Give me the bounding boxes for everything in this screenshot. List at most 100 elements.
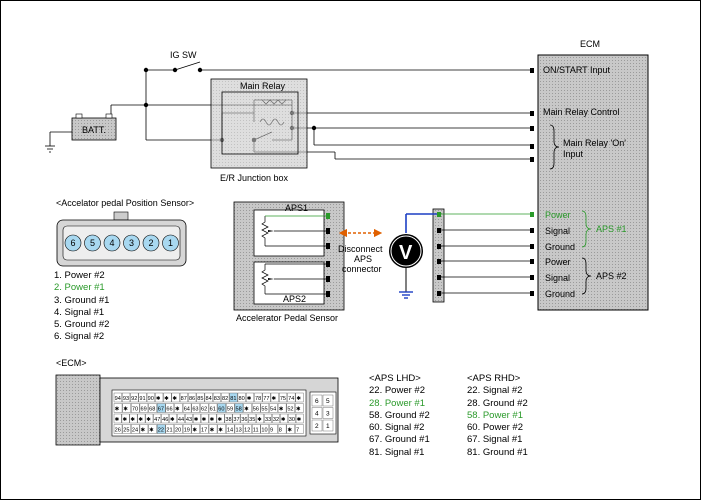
ecm-pin-cell (163, 392, 172, 403)
aps1-label: APS1 (285, 203, 308, 213)
ecm-pin-cell (200, 424, 209, 434)
ecm-pin-number: ✱ (218, 416, 223, 423)
ecm-pin-number: 54 (270, 407, 276, 413)
ecm-pins (530, 68, 534, 296)
ecm-pin-number: 84 (205, 396, 211, 402)
ecm-pin-cell (191, 424, 200, 434)
connector-pin (123, 234, 140, 252)
ecm-pin-cell (295, 413, 304, 424)
ecm-pin-number: 46 (162, 417, 168, 423)
ecm-pin-number: 33 (265, 417, 271, 423)
ecm-pin-number: 67 (158, 407, 164, 413)
sensor-pin-item: 1. Power #2 (54, 270, 105, 281)
ecm-pin-cell (113, 392, 122, 403)
ecm-pin-number: 92 (131, 396, 137, 402)
ecm-pin-cell (188, 392, 197, 403)
aps-lhd-item: 28. Power #1 (369, 397, 425, 409)
ecm-pin-number: 26 (115, 428, 121, 434)
ecm-pin-number: 14 (227, 428, 233, 434)
battery-label: BATT. (82, 125, 106, 135)
ecm-pin-cell (171, 392, 180, 403)
ecm-pin-cell (113, 403, 123, 413)
ecm-pin-cell (185, 413, 193, 424)
ecm-pin-number: 52 (287, 407, 293, 413)
ecm-pin-cell (177, 413, 185, 424)
ecm-pin-number: ✱ (247, 395, 252, 402)
connector-pin-number: 2 (149, 238, 154, 248)
ecm-pin-cell (212, 392, 221, 403)
ecm-pin-number: ✱ (170, 416, 175, 423)
ecm-pin-number: 82 (222, 396, 228, 402)
aps-lhd-item: 67. Ground #1 (369, 434, 430, 446)
ecm-pin-number: ✱ (210, 416, 215, 423)
ecm-pin-number: 80 (239, 396, 245, 402)
ecm-pin-number: ✱ (115, 416, 120, 423)
ecm-pin-cell (148, 424, 157, 434)
ecm-pin-cell (277, 424, 287, 434)
ecm-pin-number: 85 (197, 396, 203, 402)
ecm-pin-cell (148, 403, 157, 413)
ecm-pin-number: ✱ (146, 416, 151, 423)
connector-pin-number: 1 (168, 238, 173, 248)
ecm-pin-cell (286, 403, 295, 413)
ecm-pin-number: 90 (148, 396, 154, 402)
ecm-aps2-power-label: Power (545, 257, 571, 267)
ecm-pin-cell (208, 424, 218, 434)
main-relay-on-brace (549, 124, 560, 170)
ecm-pin-number: ✱ (123, 406, 128, 413)
ecm-pin-cell (165, 403, 175, 413)
ecm-pin-number: ✱ (149, 427, 154, 434)
aps-rhd-item: 28. Ground #2 (467, 397, 528, 409)
ecm-pin-cell (208, 413, 217, 424)
ecm-pin-cell (182, 424, 192, 434)
ecm-pin-cell (226, 403, 235, 413)
ecm-pin-cell (270, 392, 279, 403)
ecm-pin-number: 43 (186, 417, 192, 423)
harness-connector (432, 208, 531, 303)
aps1-group-label: APS #1 (596, 224, 627, 234)
ecm-pin-cell (287, 392, 296, 403)
aps2-brace (581, 257, 592, 295)
ecm-pin-cell (165, 424, 175, 434)
disconnect-label-3: connector (342, 264, 382, 274)
ecm-pin-cell (122, 424, 131, 434)
ecm-pin-cell (217, 424, 226, 434)
ecm-pin-number: 22 (158, 428, 164, 434)
aps2-group-label: APS #2 (596, 271, 627, 281)
ecm-pin-cell (137, 413, 146, 424)
ecm-pin-number: 68 (149, 407, 155, 413)
ecm-pin-number: 30 (289, 417, 295, 423)
ecm-pin-number: 83 (214, 396, 220, 402)
ecm-pin-number: 61 (210, 407, 216, 413)
ecm-pin-number: 69 (141, 407, 147, 413)
ecm-pin-number: 47 (154, 417, 160, 423)
ecm-pin-number: 35 (249, 417, 255, 423)
ecm-pin-cell (156, 424, 166, 434)
ecm-aps1-ground-label: Ground (545, 242, 575, 252)
ecm-aps2-signal-label: Signal (545, 273, 570, 283)
ecm-pin-number: 91 (139, 396, 145, 402)
junction-box: Main Relay E/R Junction box (210, 78, 308, 183)
ecm-pin-number: 87 (181, 396, 187, 402)
ecm-pin-cell (254, 392, 263, 403)
ecm-pin-cell (217, 403, 226, 413)
ecm-pin-number: 58 (236, 407, 242, 413)
ecm-pin-cell (153, 413, 162, 424)
ecm-pin-number: 77 (263, 396, 269, 402)
ecm-pin-number: 13 (236, 428, 242, 434)
ecm-aps1-signal-label: Signal (545, 226, 570, 236)
ecm-side-pin (322, 407, 334, 419)
aps-rhd-item: 67. Signal #1 (467, 434, 523, 446)
ecm-pin-number: 32 (273, 417, 279, 423)
ecm-on-start-label: ON/START Input (543, 65, 611, 75)
ecm-pin-number: ✱ (279, 406, 284, 413)
ecm-pin-number: 8 (279, 428, 282, 434)
connector-pin-number: 5 (90, 238, 95, 248)
ecm-main-relay-on-label-1: Main Relay 'On' (563, 138, 626, 148)
accel-pedal-sensor-label: Accelerator Pedal Sensor (236, 313, 338, 323)
ecm-pin-cell (280, 413, 288, 424)
disconnect-label-2: APS (354, 254, 372, 264)
ecm-pin-number: ✱ (202, 416, 207, 423)
